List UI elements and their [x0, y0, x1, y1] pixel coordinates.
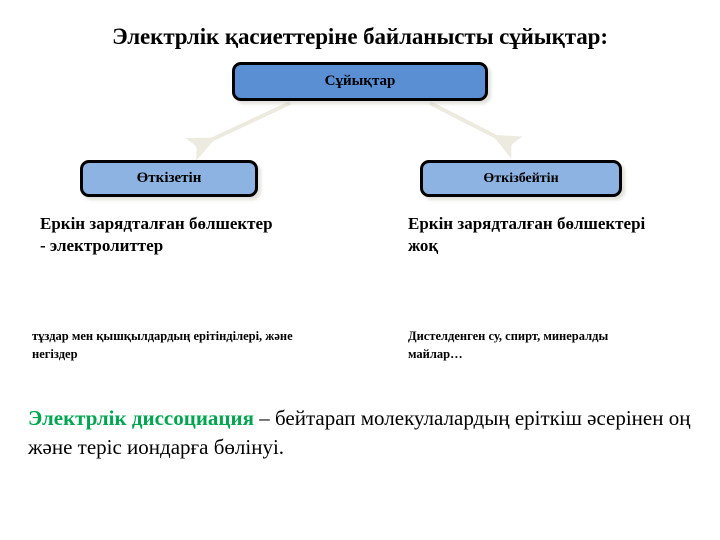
right-column-examples: Дистелденген су, спирт, минералды майлар… [408, 329, 609, 361]
definition-body: – бейтарап молекулалардың еріткіш әсерін… [28, 406, 691, 460]
definition-term: Электрлік диссоциация [28, 406, 254, 430]
page-title: Электрлік қасиеттеріне байланысты сұйықт… [112, 24, 608, 49]
diagram-node-nonconducting[interactable]: Өткізбейтін [420, 160, 622, 197]
diagram-node-conducting[interactable]: Өткізетін [80, 160, 258, 197]
diagram-node-liquids[interactable]: Сұйықтар [232, 62, 488, 101]
right-column-heading: Еркін зарядталған бөлшектері жоқ [408, 214, 646, 256]
arrow-to-right-node [429, 101, 523, 159]
definition-paragraph: Электрлік диссоциация – бейтарап молекул… [28, 404, 700, 463]
arrow-to-left-node [185, 101, 291, 161]
left-column-examples: тұздар мен қышқылдардың ерітінділері, жә… [32, 329, 293, 361]
left-column-heading: Еркін зарядталған бөлшектер - электролит… [40, 214, 273, 256]
